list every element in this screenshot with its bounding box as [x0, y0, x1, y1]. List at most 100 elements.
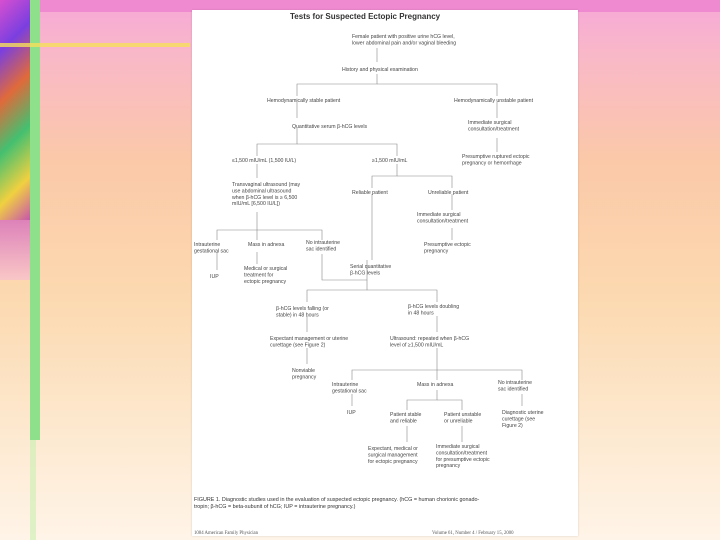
decorative-green-bar: [30, 0, 40, 440]
decorative-yellow-line: [0, 43, 190, 47]
scanned-flowchart-page: Tests for Suspected Ectopic Pregnancy Fe…: [192, 10, 578, 536]
node-text-line: stable) in 48 hours: [276, 312, 319, 318]
node-text-line: for presumptive ectopic: [436, 457, 490, 463]
node-text-line: ≤1,500 mIU/mL (1,500 IU/L): [232, 158, 296, 164]
figure-caption: FIGURE 1. Diagnostic studies used in the…: [194, 497, 480, 510]
node-mass-adnexa-2: Mass in adnexa: [417, 382, 453, 388]
node-text-line: pregnancy: [436, 463, 461, 469]
node-text-line: sac identified: [498, 386, 528, 392]
node-text-line: or unreliable: [444, 418, 473, 424]
node-text-line: FIGURE 1. Diagnostic studies used in the…: [194, 497, 480, 503]
flowchart-title: Tests for Suspected Ectopic Pregnancy: [290, 12, 441, 21]
node-text-line: for ectopic pregnancy: [368, 459, 418, 465]
node-text-line: Intrauterine: [332, 382, 358, 388]
node-text-line: Patient unstable: [444, 412, 481, 418]
node-text-line: β-hCG levels doubling: [408, 304, 459, 310]
node-text-line: Ultrasound: repeated when β-hCG: [390, 336, 469, 342]
node-text-line: No intrauterine: [498, 380, 532, 386]
node-text-line: Hemodynamically unstable patient: [454, 98, 534, 104]
node-bhcg-high: ≥1,500 mIU/mL: [372, 158, 408, 164]
node-unreliable: Unreliable patient: [428, 190, 469, 196]
node-text-line: sac identified: [306, 246, 336, 252]
node-iup-2: IUP: [347, 410, 356, 416]
node-text-line: Expectant, medical or: [368, 446, 418, 452]
node-text-line: History and physical examination: [342, 67, 418, 73]
node-text-line: IUP: [347, 410, 356, 416]
node-text-line: Diagnostic uterine: [502, 410, 544, 416]
node-text-line: Immediate surgical: [468, 120, 512, 126]
node-text-line: gestational sac: [332, 388, 367, 394]
node-text-line: Expectant management or uterine: [270, 336, 348, 342]
node-text-line: Figure 2): [502, 423, 523, 429]
node-text-line: lower abdominal pain and/or vaginal blee…: [352, 40, 456, 46]
node-text-line: Presumptive ruptured ectopic: [462, 154, 530, 160]
node-text-line: β-hCG levels falling (or: [276, 306, 329, 312]
node-text-line: pregnancy: [424, 248, 449, 254]
top-pink-band: [0, 0, 720, 12]
node-iup-1: IUP: [210, 274, 219, 280]
node-text-line: curettage (see: [502, 416, 535, 422]
node-text-line: mIU/mL [6,500 IU/L]): [232, 201, 280, 207]
node-text-line: Transvaginal ultrasound (may: [232, 182, 301, 188]
node-text-line: Patient stable: [390, 412, 422, 418]
node-text-line: Mass in adnexa: [248, 242, 284, 248]
node-text-line: treatment for: [244, 272, 274, 278]
node-text-line: in 48 hours: [408, 310, 434, 316]
node-text-line: Intrauterine: [194, 242, 220, 248]
node-text-line: and reliable: [390, 418, 417, 424]
node-text-line: Medical or surgical: [244, 266, 287, 272]
flowchart-diagram: Tests for Suspected Ectopic Pregnancy Fe…: [194, 12, 544, 536]
node-text-line: surgical management: [368, 452, 418, 458]
node-text-line: consultation/treatment: [436, 450, 488, 456]
node-text-line: tropin; β-hCG = beta-subunit of hCG; IUP…: [194, 504, 356, 510]
node-text-line: Hemodynamically stable patient: [267, 98, 341, 104]
node-text-line: Nonviable: [292, 368, 315, 374]
node-text-line: consultation/treatment: [417, 218, 469, 224]
node-mass-adnexa-1: Mass in adnexa: [248, 242, 284, 248]
node-text-line: curettage (see Figure 2): [270, 342, 326, 348]
node-text-line: Mass in adnexa: [417, 382, 453, 388]
node-text-line: Immediate surgical: [436, 444, 480, 450]
node-text-line: Serial quantitative: [350, 264, 391, 270]
node-reliable: Reliable patient: [352, 190, 388, 196]
node-bhcg-low: ≤1,500 mIU/mL (1,500 IU/L): [232, 158, 296, 164]
node-text-line: pregnancy or hemorrhage: [462, 160, 522, 166]
footer-right: Volume 61, Number 4 / February 15, 2000: [432, 531, 514, 536]
node-text-line: No intrauterine: [306, 240, 340, 246]
node-text-line: Unreliable patient: [428, 190, 469, 196]
node-quant-bhcg: Quantitative serum β-hCG levels: [292, 124, 367, 130]
node-text-line: β-hCG levels: [350, 270, 380, 276]
node-text-line: Quantitative serum β-hCG levels: [292, 124, 367, 130]
node-stable: Hemodynamically stable patient: [267, 98, 341, 104]
node-text-line: Presumptive ectopic: [424, 242, 471, 248]
node-text-line: pregnancy: [292, 374, 317, 380]
node-text-line: Reliable patient: [352, 190, 388, 196]
node-history: History and physical examination: [342, 67, 418, 73]
node-text-line: Immediate surgical: [417, 212, 461, 218]
flowchart-connectors: [216, 48, 523, 442]
node-text-line: consultation/treatment: [468, 126, 520, 132]
node-text-line: level of ≥1,500 mIU/mL: [390, 342, 443, 348]
node-text-line: ≥1,500 mIU/mL: [372, 158, 408, 164]
node-text-line: gestational sac: [194, 248, 229, 254]
node-start: Female patient with positive urine hCG l…: [352, 34, 456, 46]
node-unstable: Hemodynamically unstable patient: [454, 98, 534, 104]
